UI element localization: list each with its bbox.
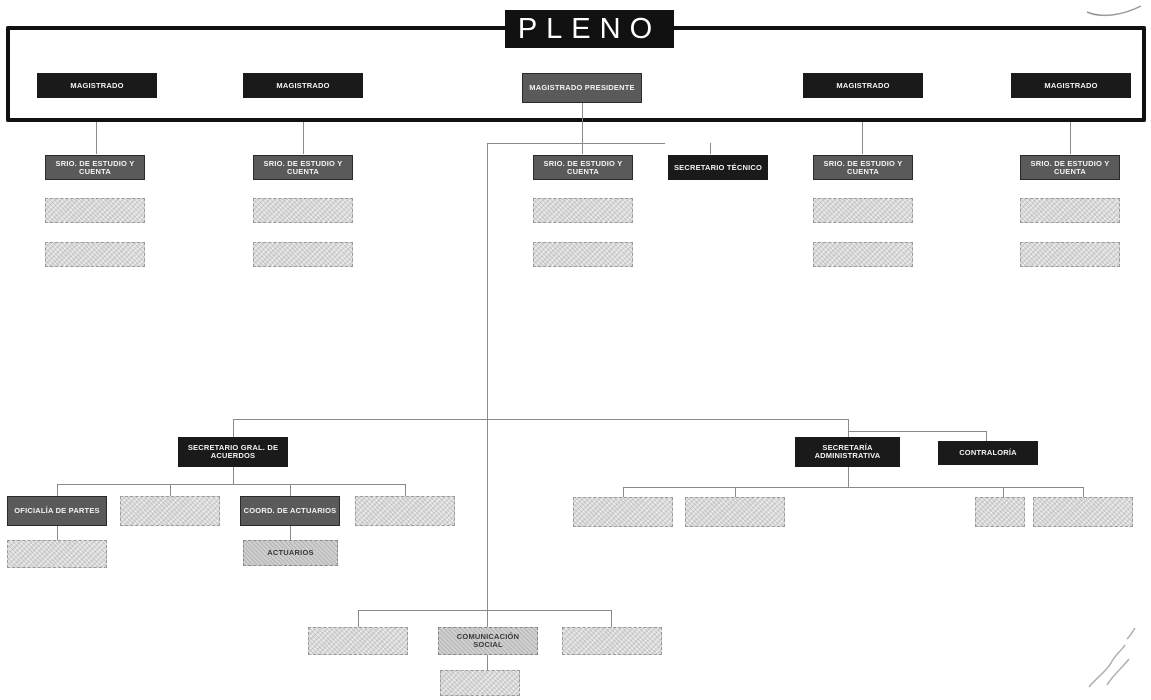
faded-unit-box <box>685 497 785 527</box>
connector <box>862 122 863 154</box>
magistrado-box-4: MAGISTRADO <box>803 73 923 98</box>
actuarios-box: ACTUARIOS <box>243 540 338 566</box>
faded-unit-box <box>120 496 220 526</box>
connector <box>233 467 234 484</box>
connector <box>233 419 234 437</box>
connector <box>735 487 736 497</box>
magistrado-presidente-box: MAGISTRADO PRESIDENTE <box>522 73 642 103</box>
connector <box>582 103 583 143</box>
connector <box>848 431 986 432</box>
faded-unit-box <box>573 497 673 527</box>
oficialia-partes-box: OFICIALÍA DE PARTES <box>7 496 107 526</box>
srio-estudio-box-1: SRIO. DE ESTUDIO Y CUENTA <box>45 155 145 180</box>
faded-unit-box <box>1033 497 1133 527</box>
faded-unit-box <box>1020 198 1120 223</box>
connector <box>611 610 612 627</box>
faded-unit-box <box>308 627 408 655</box>
secretario-general-box: SECRETARIO GRAL. DE ACUERDOS <box>178 437 288 467</box>
handwritten-mark <box>1088 627 1136 688</box>
connector <box>623 487 624 497</box>
faded-unit-box <box>45 242 145 267</box>
connector <box>582 143 583 154</box>
connector <box>57 484 405 485</box>
magistrado-box-2: MAGISTRADO <box>243 73 363 98</box>
comunicacion-social-box: COMUNICACIÓN SOCIAL <box>438 627 538 655</box>
connector <box>487 143 665 144</box>
connector <box>57 526 58 540</box>
connector <box>303 122 304 154</box>
faded-unit-box <box>355 496 455 526</box>
faded-unit-box <box>1020 242 1120 267</box>
connector <box>233 419 848 420</box>
connector <box>1083 487 1084 497</box>
connector <box>290 526 291 540</box>
faded-unit-box <box>45 198 145 223</box>
connector <box>1070 122 1071 154</box>
connector <box>623 487 1083 488</box>
connector <box>57 484 58 496</box>
connector <box>96 122 97 154</box>
faded-unit-box <box>562 627 662 655</box>
pleno-title: PLENO <box>505 10 674 48</box>
faded-unit-box <box>440 670 520 696</box>
connector <box>358 610 359 627</box>
srio-estudio-box-2: SRIO. DE ESTUDIO Y CUENTA <box>253 155 353 180</box>
secretario-tecnico-box: SECRETARIO TÉCNICO <box>668 155 768 180</box>
connector <box>405 484 406 496</box>
magistrado-box-5: MAGISTRADO <box>1011 73 1131 98</box>
faded-unit-box <box>813 242 913 267</box>
srio-estudio-box-4: SRIO. DE ESTUDIO Y CUENTA <box>813 155 913 180</box>
faded-unit-box <box>533 198 633 223</box>
connector <box>710 143 711 154</box>
faded-unit-box <box>253 242 353 267</box>
connector <box>848 467 849 487</box>
connector <box>290 484 291 496</box>
connector <box>358 610 611 611</box>
connector <box>848 419 849 437</box>
faded-unit-box <box>813 198 913 223</box>
connector <box>1003 487 1004 497</box>
srio-estudio-box-3: SRIO. DE ESTUDIO Y CUENTA <box>533 155 633 180</box>
srio-estudio-box-5: SRIO. DE ESTUDIO Y CUENTA <box>1020 155 1120 180</box>
main-vertical-connector <box>487 143 488 683</box>
connector <box>170 484 171 496</box>
magistrado-box-1: MAGISTRADO <box>37 73 157 98</box>
coord-actuarios-box: COORD. DE ACTUARIOS <box>240 496 340 526</box>
faded-unit-box <box>975 497 1025 527</box>
faded-unit-box <box>7 540 107 568</box>
faded-unit-box <box>533 242 633 267</box>
contraloria-box: CONTRALORÍA <box>938 441 1038 465</box>
connector <box>986 431 987 441</box>
secretaria-administrativa-box: SECRETARÍA ADMINISTRATIVA <box>795 437 900 467</box>
faded-unit-box <box>253 198 353 223</box>
stamp-mark <box>1086 5 1142 17</box>
